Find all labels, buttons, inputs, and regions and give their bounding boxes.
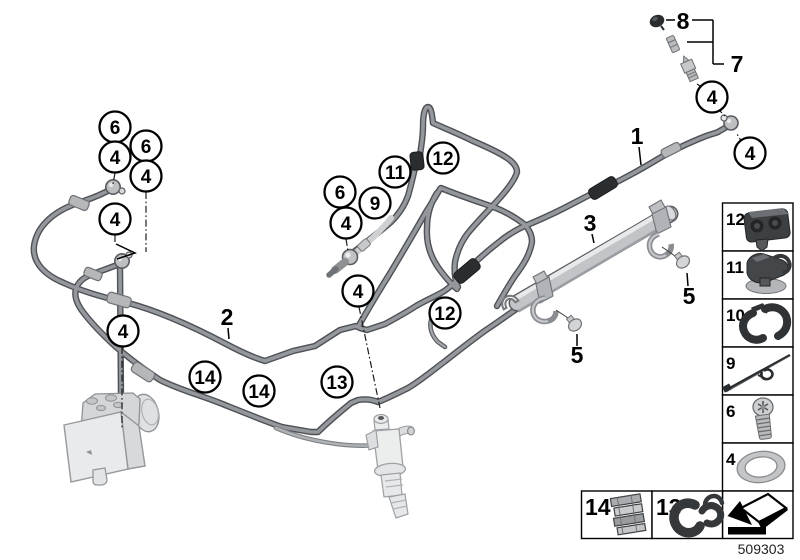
svg-text:4: 4 bbox=[110, 210, 121, 231]
svg-text:12: 12 bbox=[434, 304, 455, 325]
svg-text:6: 6 bbox=[110, 118, 121, 139]
svg-text:8: 8 bbox=[677, 8, 690, 34]
svg-text:6: 6 bbox=[335, 183, 346, 204]
svg-text:509303: 509303 bbox=[738, 541, 785, 557]
svg-text:1: 1 bbox=[631, 123, 644, 149]
svg-text:6: 6 bbox=[726, 402, 735, 421]
svg-text:9: 9 bbox=[370, 194, 381, 215]
svg-text:12: 12 bbox=[432, 149, 453, 170]
svg-text:4: 4 bbox=[110, 148, 121, 169]
svg-text:7: 7 bbox=[731, 51, 744, 77]
svg-text:6: 6 bbox=[141, 137, 152, 158]
svg-text:4: 4 bbox=[745, 144, 756, 165]
svg-text:13: 13 bbox=[326, 373, 347, 394]
svg-text:14: 14 bbox=[248, 382, 270, 403]
svg-text:9: 9 bbox=[726, 354, 735, 373]
svg-text:11: 11 bbox=[385, 163, 406, 184]
svg-text:11: 11 bbox=[726, 258, 744, 277]
svg-text:3: 3 bbox=[584, 210, 597, 236]
svg-text:4: 4 bbox=[726, 450, 736, 469]
svg-text:14: 14 bbox=[194, 368, 216, 389]
svg-text:5: 5 bbox=[683, 283, 696, 309]
svg-text:12: 12 bbox=[726, 210, 745, 229]
svg-text:14: 14 bbox=[585, 494, 611, 520]
svg-text:4: 4 bbox=[341, 214, 352, 235]
svg-text:4: 4 bbox=[707, 88, 718, 109]
svg-text:2: 2 bbox=[221, 304, 234, 330]
svg-text:5: 5 bbox=[571, 342, 584, 368]
svg-text:4: 4 bbox=[118, 322, 129, 343]
svg-text:4: 4 bbox=[141, 167, 152, 188]
svg-text:4: 4 bbox=[353, 282, 364, 303]
